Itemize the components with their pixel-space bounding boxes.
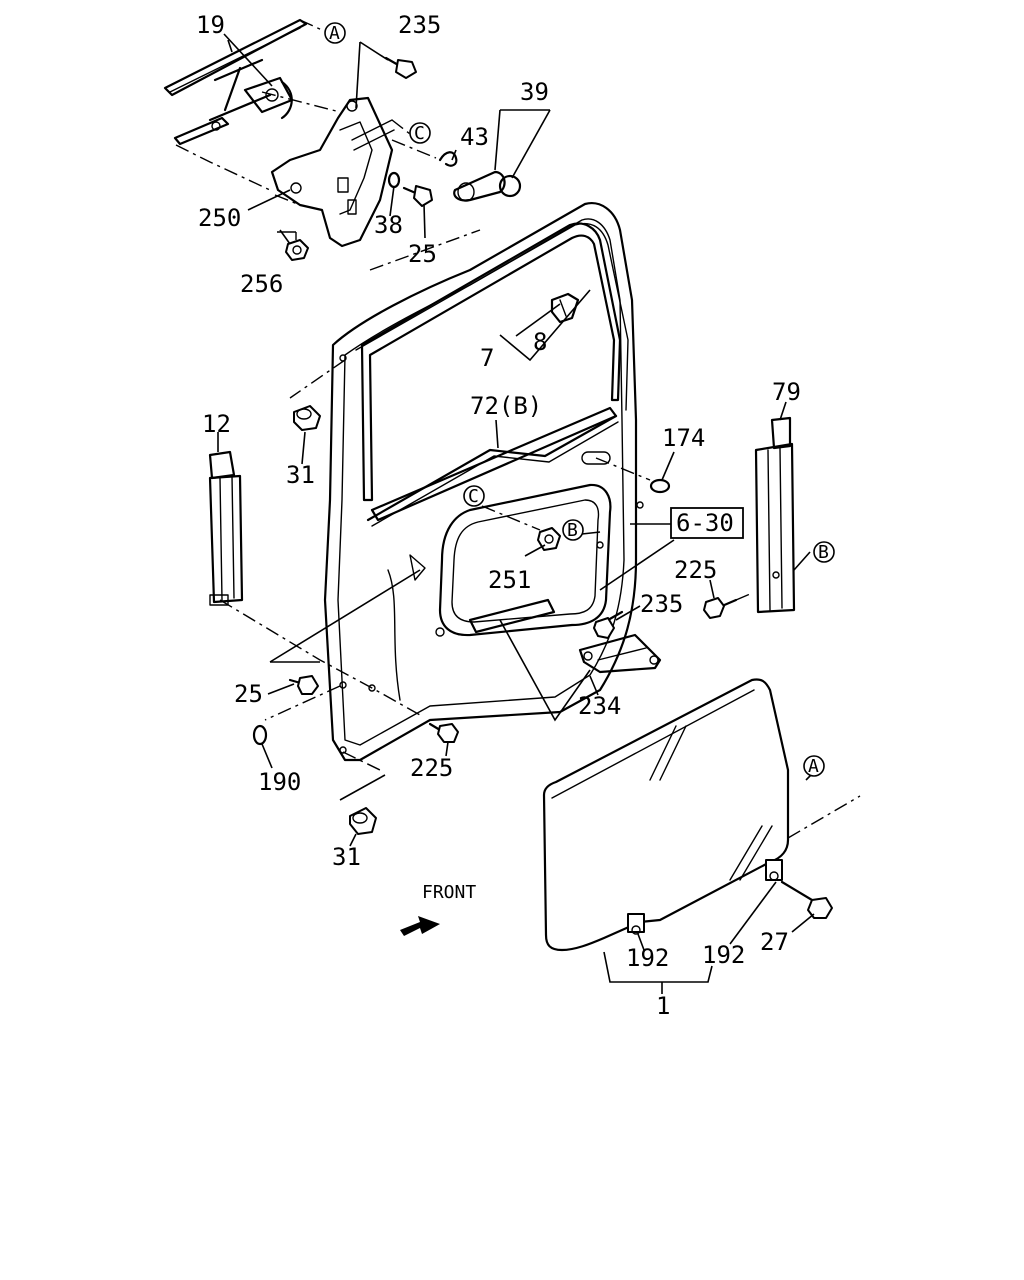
box-6-30 bbox=[670, 507, 744, 539]
callout-b-right: B bbox=[818, 542, 829, 563]
callout-6-30: 6-30 bbox=[676, 509, 734, 537]
ref-b-circle bbox=[562, 519, 584, 541]
callout-31-lower: 31 bbox=[332, 843, 361, 871]
callout-43: 43 bbox=[460, 123, 489, 151]
nut-251 bbox=[537, 527, 561, 551]
ref-a-circle bbox=[324, 22, 346, 44]
door-glass-1 bbox=[542, 678, 790, 952]
callout-7: 7 bbox=[480, 344, 494, 372]
bracket-234 bbox=[578, 633, 662, 674]
ref-a-circle-2 bbox=[803, 755, 825, 777]
callout-192-right: 192 bbox=[702, 941, 745, 969]
front-label: FRONT bbox=[422, 882, 476, 903]
leader-lines bbox=[217, 33, 815, 994]
callout-39: 39 bbox=[520, 78, 549, 106]
callout-a-top: A bbox=[329, 23, 340, 44]
callout-192-left: 192 bbox=[626, 944, 669, 972]
callout-225-lower: 225 bbox=[410, 754, 453, 782]
callout-235-top: 235 bbox=[398, 11, 441, 39]
ref-b-circle-2 bbox=[813, 541, 835, 563]
callout-250: 250 bbox=[198, 204, 241, 232]
bolt-25-lower bbox=[288, 675, 319, 695]
channel-12 bbox=[208, 450, 244, 606]
callout-235-mid: 235 bbox=[640, 590, 683, 618]
callout-25-lower: 25 bbox=[234, 680, 263, 708]
callout-c-top: C bbox=[414, 123, 425, 144]
callout-8: 8 bbox=[533, 328, 547, 356]
alignment-lines bbox=[175, 19, 861, 839]
nut-256 bbox=[285, 239, 309, 261]
callout-225-right: 225 bbox=[674, 556, 717, 584]
part-250-bracket bbox=[270, 96, 395, 248]
ref-c-circle bbox=[409, 122, 431, 144]
belt-molding-72 bbox=[366, 414, 619, 527]
callout-79: 79 bbox=[772, 378, 801, 406]
front-arrow-icon bbox=[400, 916, 440, 936]
bolt-25-upper bbox=[402, 185, 433, 207]
callout-38: 38 bbox=[374, 211, 403, 239]
callout-a-lower: A bbox=[808, 756, 819, 777]
bolt-225-lower bbox=[428, 722, 459, 743]
clip-8 bbox=[550, 292, 580, 324]
callout-72b: 72(B) bbox=[470, 392, 542, 420]
callout-19: 19 bbox=[196, 11, 225, 39]
plug-190 bbox=[252, 724, 268, 746]
callout-190: 190 bbox=[258, 768, 301, 796]
callout-234: 234 bbox=[578, 692, 621, 720]
callout-labels: 19 A 235 39 43 C 250 38 25 256 7 8 12 31… bbox=[196, 11, 835, 1020]
bolt-235-top bbox=[384, 56, 417, 79]
plug-174 bbox=[581, 451, 671, 494]
callout-1: 1 bbox=[656, 992, 670, 1020]
callout-31-top: 31 bbox=[286, 461, 315, 489]
stopper-31-upper bbox=[293, 405, 321, 431]
door-inner-cutout bbox=[339, 354, 644, 754]
callout-25-top: 25 bbox=[408, 240, 437, 268]
clip-43 bbox=[438, 151, 458, 167]
bolt-225-right bbox=[703, 597, 738, 619]
handle-39 bbox=[453, 170, 522, 202]
part-19-regulator bbox=[163, 18, 308, 146]
callout-174: 174 bbox=[662, 424, 705, 452]
callout-256: 256 bbox=[240, 270, 283, 298]
callout-c-mid: C bbox=[468, 486, 479, 507]
channel-79 bbox=[754, 416, 796, 614]
bolt-27 bbox=[780, 880, 833, 919]
washer-38 bbox=[387, 171, 401, 189]
bolt-235-mid bbox=[593, 610, 624, 639]
ref-c-circle-2 bbox=[463, 485, 485, 507]
callout-27: 27 bbox=[760, 928, 789, 956]
callout-12: 12 bbox=[202, 410, 231, 438]
callout-251: 251 bbox=[488, 566, 531, 594]
stopper-31-lower bbox=[349, 807, 377, 835]
callout-b-mid: B bbox=[567, 520, 578, 541]
